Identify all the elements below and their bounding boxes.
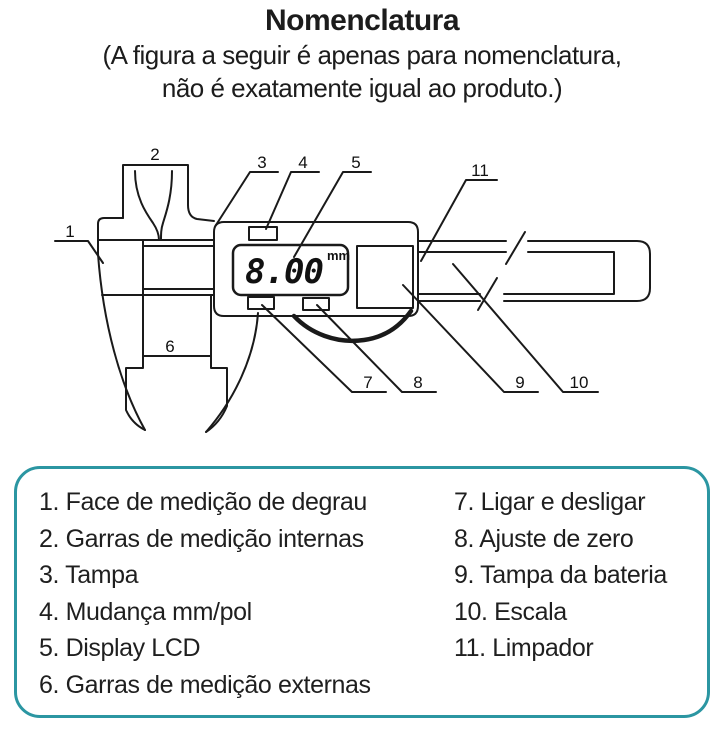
lcd-unit-label: mm [327, 248, 350, 263]
legend-item-1: 1. Face de medição de degrau [39, 488, 367, 516]
legend-box: 1. Face de medição de degrau 2. Garras d… [14, 466, 710, 718]
callout-11: 11 [420, 161, 498, 262]
battery-cover [356, 245, 414, 309]
callout-7-number: 7 [363, 373, 372, 392]
callout-9: 9 [402, 284, 539, 393]
callout-9-number: 9 [515, 373, 524, 392]
caliper-diagram: 8.00 mm 1 2 3 4 [54, 145, 651, 433]
caliper-body [97, 217, 215, 357]
legend-item-11: 11. Limpador [454, 634, 594, 662]
display-housing [213, 221, 419, 344]
callout-11-number: 11 [471, 161, 489, 180]
callout-6: 6 [165, 337, 174, 356]
callout-8-number: 8 [413, 373, 422, 392]
callout-6-number: 6 [165, 337, 174, 356]
callout-2-number: 2 [150, 145, 159, 164]
callout-4: 4 [265, 153, 320, 230]
header: Nomenclatura (A figura a seguir é apenas… [0, 0, 724, 105]
subtitle-line-2: não é exatamente igual ao produto.) [161, 73, 563, 103]
legend-item-7: 7. Ligar e desligar [454, 488, 646, 516]
legend-item-10: 10. Escala [454, 597, 567, 626]
beam-scale [417, 231, 651, 311]
legend-right-list: 7. Ligar e desligar 8. Ajuste de zero 9.… [454, 484, 667, 667]
subtitle-line-1: (A figura a seguir é apenas para nomencl… [102, 40, 622, 70]
callouts: 1 2 3 4 5 6 7 [54, 145, 599, 393]
callout-1: 1 [54, 222, 104, 264]
external-jaws [97, 239, 259, 433]
break-mark-top [505, 231, 526, 265]
mm-inch-button [248, 226, 278, 241]
callout-7: 7 [261, 304, 387, 393]
legend-item-3: 3. Tampa [39, 561, 139, 589]
callout-8: 8 [316, 304, 437, 393]
callout-10: 10 [452, 263, 599, 393]
legend-left-list: 1. Face de medição de degrau 2. Garras d… [39, 484, 371, 703]
page-title: Nomenclatura [264, 4, 460, 37]
legend-item-9: 9. Tampa da bateria [454, 561, 667, 589]
power-button [247, 296, 275, 310]
lcd-value: 8.00 [245, 252, 323, 292]
callout-2: 2 [150, 145, 159, 164]
callout-1-number: 1 [65, 222, 74, 241]
internal-jaws [122, 164, 215, 241]
legend-item-2: 2. Garras de medição internas [39, 524, 364, 553]
legend-item-8: 8. Ajuste de zero [454, 524, 634, 553]
lcd-display: 8.00 mm [231, 243, 350, 297]
housing-lower-curve [291, 308, 414, 344]
callout-3: 3 [215, 153, 279, 226]
legend-item-4: 4. Mudança mm/pol [39, 597, 252, 626]
callout-3-number: 3 [257, 153, 266, 172]
callout-10-number: 10 [570, 373, 589, 392]
zero-button [302, 297, 330, 311]
callout-5-number: 5 [351, 153, 360, 172]
break-mark-bottom [477, 277, 498, 311]
callout-5: 5 [293, 153, 372, 258]
legend-item-6: 6. Garras de medição externas [39, 670, 371, 699]
legend-item-5: 5. Display LCD [39, 634, 201, 662]
callout-4-number: 4 [298, 153, 307, 172]
